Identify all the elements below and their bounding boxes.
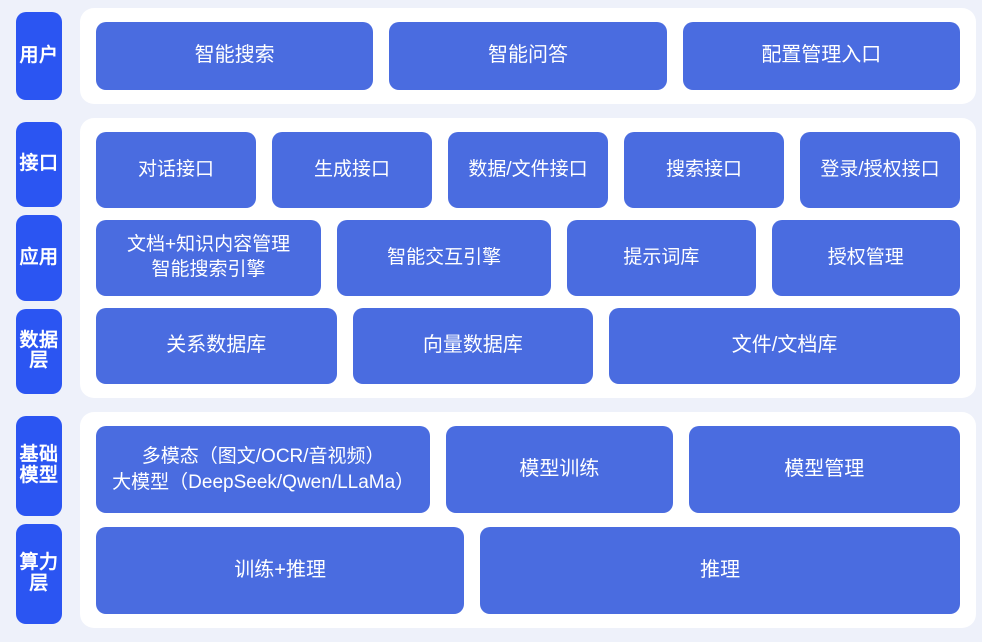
box-inference[interactable]: 推理 <box>480 527 960 614</box>
box-intelligent-search[interactable]: 智能搜索 <box>96 22 374 90</box>
band-middle: 接口 应用 数据层 对话接口 生成接口 数据/文件接口 搜索接口 登录/授权接口… <box>0 118 976 398</box>
box-doc-knowledge-management[interactable]: 文档+知识内容管理 智能搜索引擎 <box>96 220 322 296</box>
row-user-entries: 智能搜索 智能问答 配置管理入口 <box>96 22 960 90</box>
box-dialog-interface[interactable]: 对话接口 <box>96 132 256 208</box>
band-bottom: 基础模型 算力层 多模态（图文/OCR/音视频） 大模型（DeepSeek/Qw… <box>0 412 976 628</box>
rail-tab-compute-layer-label: 算力层 <box>19 552 59 594</box>
rail-tab-data-layer-label: 数据层 <box>19 329 59 372</box>
rail-tab-user[interactable]: 用户 <box>16 12 62 100</box>
row-data: 关系数据库 向量数据库 文件/文档库 <box>96 308 961 384</box>
box-config-management-entry[interactable]: 配置管理入口 <box>682 22 960 90</box>
box-vector-database[interactable]: 向量数据库 <box>352 308 594 384</box>
box-multimodal-large-model[interactable]: 多模态（图文/OCR/音视频） 大模型（DeepSeek/Qwen/LLaMa） <box>96 426 431 513</box>
rail-bottom: 基础模型 算力层 <box>0 412 72 628</box>
box-intelligent-interaction-engine[interactable]: 智能交互引擎 <box>337 220 552 296</box>
box-intelligent-qa[interactable]: 智能问答 <box>389 22 667 90</box>
box-training-and-inference[interactable]: 训练+推理 <box>96 527 465 614</box>
box-search-interface[interactable]: 搜索接口 <box>624 132 784 208</box>
box-model-training[interactable]: 模型训练 <box>446 426 673 513</box>
rail-tab-foundation-model[interactable]: 基础模型 <box>16 416 62 516</box>
rail-tab-interface[interactable]: 接口 <box>16 122 62 208</box>
rail-tab-application[interactable]: 应用 <box>16 215 62 301</box>
rail-tab-interface-label: 接口 <box>19 153 59 175</box>
panel-middle: 对话接口 生成接口 数据/文件接口 搜索接口 登录/授权接口 文档+知识内容管理… <box>80 118 976 398</box>
band-users: 用户 智能搜索 智能问答 配置管理入口 <box>0 8 976 104</box>
row-interface: 对话接口 生成接口 数据/文件接口 搜索接口 登录/授权接口 <box>96 132 960 208</box>
panel-users: 智能搜索 智能问答 配置管理入口 <box>80 8 976 104</box>
rail-tab-foundation-model-label: 基础模型 <box>19 444 59 486</box>
box-file-document-repository[interactable]: 文件/文档库 <box>609 308 961 384</box>
box-generation-interface[interactable]: 生成接口 <box>272 132 432 208</box>
row-application: 文档+知识内容管理 智能搜索引擎 智能交互引擎 提示词库 授权管理 <box>96 220 960 296</box>
box-prompt-library[interactable]: 提示词库 <box>567 220 756 296</box>
rail-middle: 接口 应用 数据层 <box>0 118 72 398</box>
box-authorization-management[interactable]: 授权管理 <box>771 220 960 296</box>
box-data-file-interface[interactable]: 数据/文件接口 <box>448 132 608 208</box>
rail-users: 用户 <box>0 8 72 104</box>
rail-tab-user-label: 用户 <box>19 44 59 66</box>
rail-tab-compute-layer[interactable]: 算力层 <box>16 524 62 624</box>
box-model-management[interactable]: 模型管理 <box>688 426 960 513</box>
row-compute: 训练+推理 推理 <box>96 527 960 614</box>
box-login-auth-interface[interactable]: 登录/授权接口 <box>800 132 960 208</box>
row-model: 多模态（图文/OCR/音视频） 大模型（DeepSeek/Qwen/LLaMa）… <box>96 426 960 513</box>
rail-tab-application-label: 应用 <box>19 246 59 268</box>
panel-bottom: 多模态（图文/OCR/音视频） 大模型（DeepSeek/Qwen/LLaMa）… <box>80 412 976 628</box>
box-relational-database[interactable]: 关系数据库 <box>96 308 337 384</box>
rail-tab-data-layer[interactable]: 数据层 <box>16 308 62 394</box>
